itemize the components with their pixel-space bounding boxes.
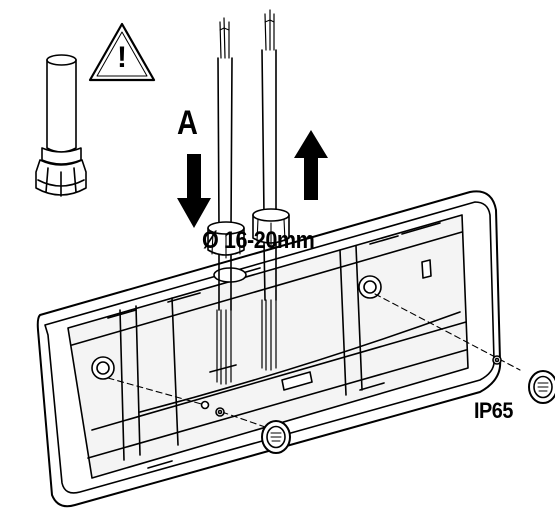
screw-bottom: [215, 407, 225, 417]
warning-triangle-icon: [88, 22, 156, 82]
cable-left: [216, 17, 233, 385]
warning-exclamation: !: [117, 41, 127, 74]
down-arrow-icon: [177, 154, 211, 228]
cable-right: [261, 9, 277, 371]
arrow-label: A: [177, 104, 198, 142]
gland-left: [207, 221, 245, 259]
sealing-cap-bottom: [261, 420, 291, 454]
left-knockout: [91, 356, 115, 380]
protection-rating-label: IP65: [474, 398, 513, 423]
right-knockout: [358, 275, 382, 299]
screw-right: [492, 355, 502, 365]
cable-gland-part: [35, 54, 87, 197]
up-arrow-icon: [294, 130, 328, 200]
cable-diameter-label: Ø 16-20mm: [202, 227, 315, 254]
cable-entry-hole: [213, 267, 247, 283]
screw-left: [200, 400, 210, 410]
gland-right: [252, 208, 290, 246]
sealing-cap-right: [528, 370, 555, 404]
